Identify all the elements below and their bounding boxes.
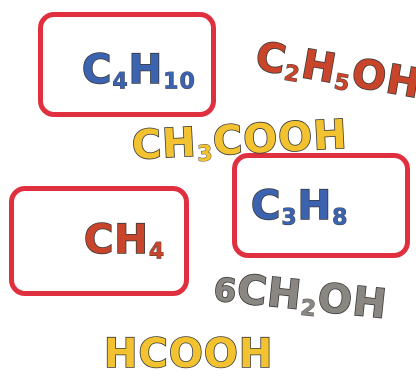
- formula-methanol-like: 6CH2OH: [211, 266, 391, 329]
- formula-formic-acid: HCOOH: [103, 331, 274, 377]
- formula-methane-part-1: CH: [83, 217, 149, 263]
- formula-methanol-like-part-2: OH: [315, 274, 391, 329]
- formula-formic-acid-part-1: HCOOH: [103, 331, 274, 377]
- formula-propane-part-2: H: [297, 183, 333, 229]
- formula-propane-sub-1: 3: [281, 205, 298, 231]
- highlight-box-butane: [38, 12, 216, 117]
- formula-butane-part-2: H: [128, 47, 164, 93]
- formula-acetic-acid-part-1: CH: [130, 119, 199, 170]
- formula-butane: C4H10: [81, 47, 196, 95]
- formula-ethanol: C2H5OH: [252, 33, 416, 109]
- formula-methane-sub-1: 4: [148, 239, 166, 265]
- formula-acetic-acid-sub-1: 3: [196, 141, 215, 168]
- highlight-box-propane: [232, 153, 410, 258]
- formula-butane-sub-1: 4: [112, 69, 129, 95]
- formula-acetic-acid-part-2: COOH: [211, 111, 350, 166]
- formula-methane: CH4: [83, 217, 166, 265]
- formula-propane: C3H8: [250, 183, 349, 231]
- formula-butane-part-1: C: [81, 47, 113, 93]
- highlight-box-methane: [9, 186, 189, 296]
- formula-ethanol-part-3: OH: [347, 50, 416, 109]
- formula-butane-sub-2: 10: [163, 69, 196, 95]
- formula-methanol-like-part-1: CH: [234, 266, 305, 320]
- formula-propane-part-1: C: [250, 183, 282, 229]
- formula-propane-sub-2: 8: [332, 205, 349, 231]
